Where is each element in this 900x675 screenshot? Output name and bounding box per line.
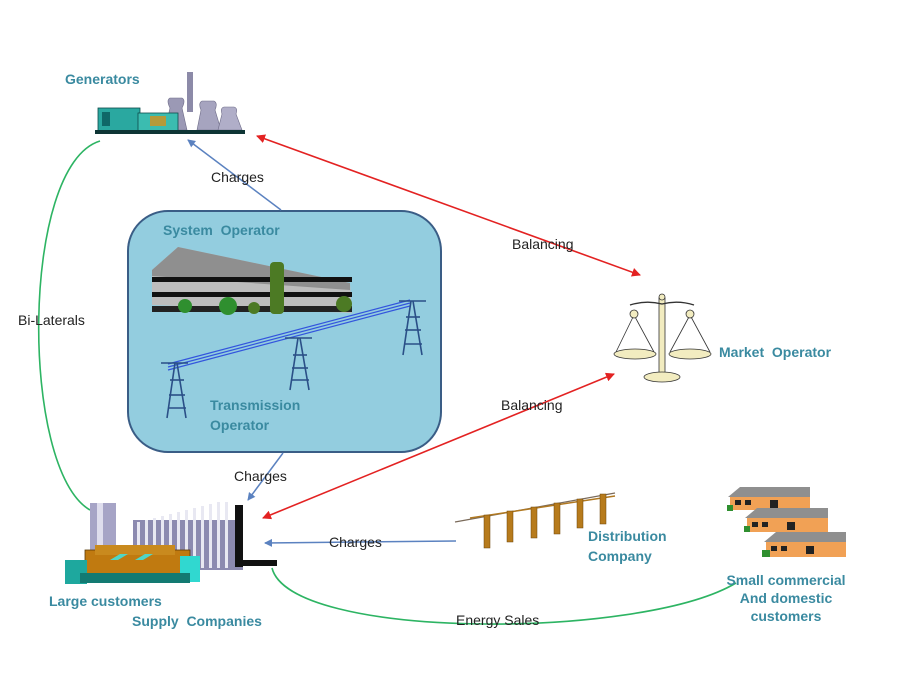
balancing-label-supply: Balancing (501, 397, 563, 413)
houses-icon (727, 487, 846, 557)
small-customers-label-line1: Small commercial (726, 572, 845, 588)
market-operator-label: Market Operator (719, 344, 832, 360)
charges-label-supply: Charges (234, 468, 287, 484)
distribution-company-label-line2: Company (588, 548, 652, 564)
distribution-company-label-line1: Distribution (588, 528, 667, 544)
small-customers-label-line2: And domestic (740, 590, 833, 606)
scales-icon (613, 293, 712, 383)
balancing-arrow-supply (262, 372, 615, 520)
small-customers-label-line3: customers (751, 608, 822, 624)
charges-label-distribution: Charges (329, 534, 382, 550)
bilaterals-label: Bi-Laterals (18, 312, 85, 328)
charges-arrow-distribution (264, 538, 457, 547)
charges-label-generators: Charges (211, 169, 264, 185)
power-plant-icon (95, 72, 245, 134)
transmission-operator-label-line2: Operator (210, 417, 270, 433)
factory-icon (65, 545, 200, 584)
energy-sales-curve (271, 567, 737, 625)
operator-box (127, 210, 442, 453)
balancing-arrow-generators (256, 134, 641, 277)
balancing-label-generators: Balancing (512, 236, 574, 252)
bilaterals-curve (37, 140, 101, 511)
transmission-operator-label-line1: Transmission (210, 397, 300, 413)
generators-label: Generators (65, 71, 140, 87)
system-operator-label: System Operator (163, 222, 280, 238)
energy-sales-label: Energy Sales (456, 612, 539, 628)
utility-poles-icon (454, 492, 616, 549)
office-building-icon (152, 247, 352, 315)
supply-companies-label: Supply Companies (132, 613, 262, 629)
transmission-tower-icon (161, 299, 426, 419)
large-customers-label: Large customers (49, 593, 162, 609)
